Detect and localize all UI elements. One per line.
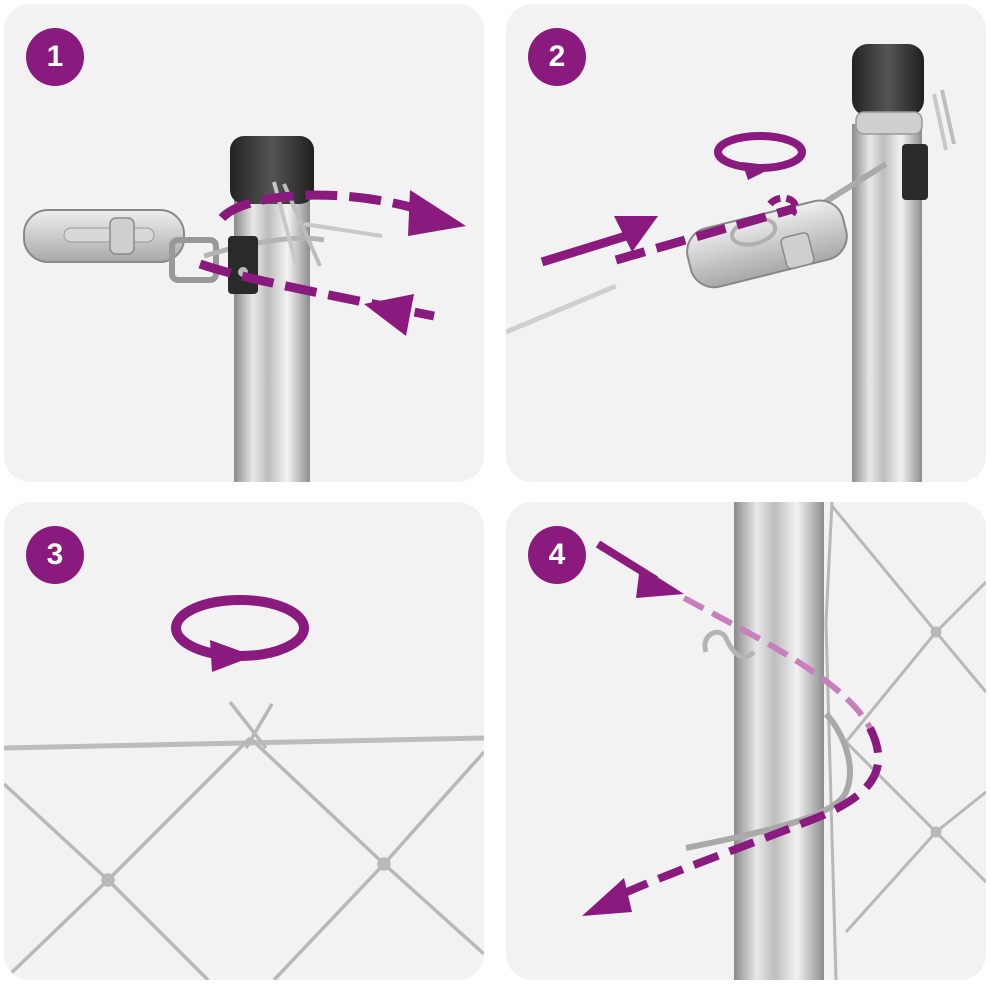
chain-link-mesh xyxy=(824,502,986,980)
step-3-badge: 3 xyxy=(26,526,84,584)
step-1-badge: 1 xyxy=(26,28,84,86)
fence-post xyxy=(734,502,824,980)
rotate-arrow xyxy=(171,595,309,661)
step-4-illustration xyxy=(582,502,986,980)
arrowhead-rotate xyxy=(742,162,776,180)
step-2-badge: 2 xyxy=(528,28,586,86)
step-3-panel: 3 xyxy=(4,502,484,980)
step-4-badge: 4 xyxy=(528,526,586,584)
tie-wire xyxy=(685,711,853,851)
post-cap xyxy=(852,44,924,116)
tie-wire-hook xyxy=(702,629,756,660)
step-3-illustration xyxy=(4,595,484,980)
arrowhead-entry xyxy=(636,566,684,598)
tension-wire xyxy=(506,283,617,335)
direction-arrow-out xyxy=(218,190,416,222)
insert-arrow xyxy=(540,231,628,267)
post-clamp xyxy=(228,236,258,294)
arrowhead-rotate xyxy=(210,640,254,672)
tension-wire xyxy=(203,235,325,259)
wrap-path-light xyxy=(682,595,873,730)
step-4-panel: 4 xyxy=(506,502,986,980)
arrowhead-insert xyxy=(614,216,658,252)
step-1-panel: 1 xyxy=(4,4,484,482)
wire-tensioner xyxy=(686,199,848,289)
chain-link-mesh xyxy=(4,700,484,980)
insert-path xyxy=(614,203,798,265)
step-2-panel: 2 xyxy=(506,4,986,482)
step-2-illustration xyxy=(506,44,956,482)
arrowhead-left xyxy=(364,294,414,336)
arrowhead-exit xyxy=(582,878,632,916)
fence-post xyxy=(234,174,310,482)
step-1-illustration xyxy=(23,136,466,482)
post-cap xyxy=(230,136,314,204)
wrap-path xyxy=(616,726,883,900)
post-clamp xyxy=(902,144,928,200)
rotate-arrow xyxy=(714,132,806,172)
wire-tensioner xyxy=(23,209,219,283)
arrowhead-right xyxy=(408,190,466,236)
